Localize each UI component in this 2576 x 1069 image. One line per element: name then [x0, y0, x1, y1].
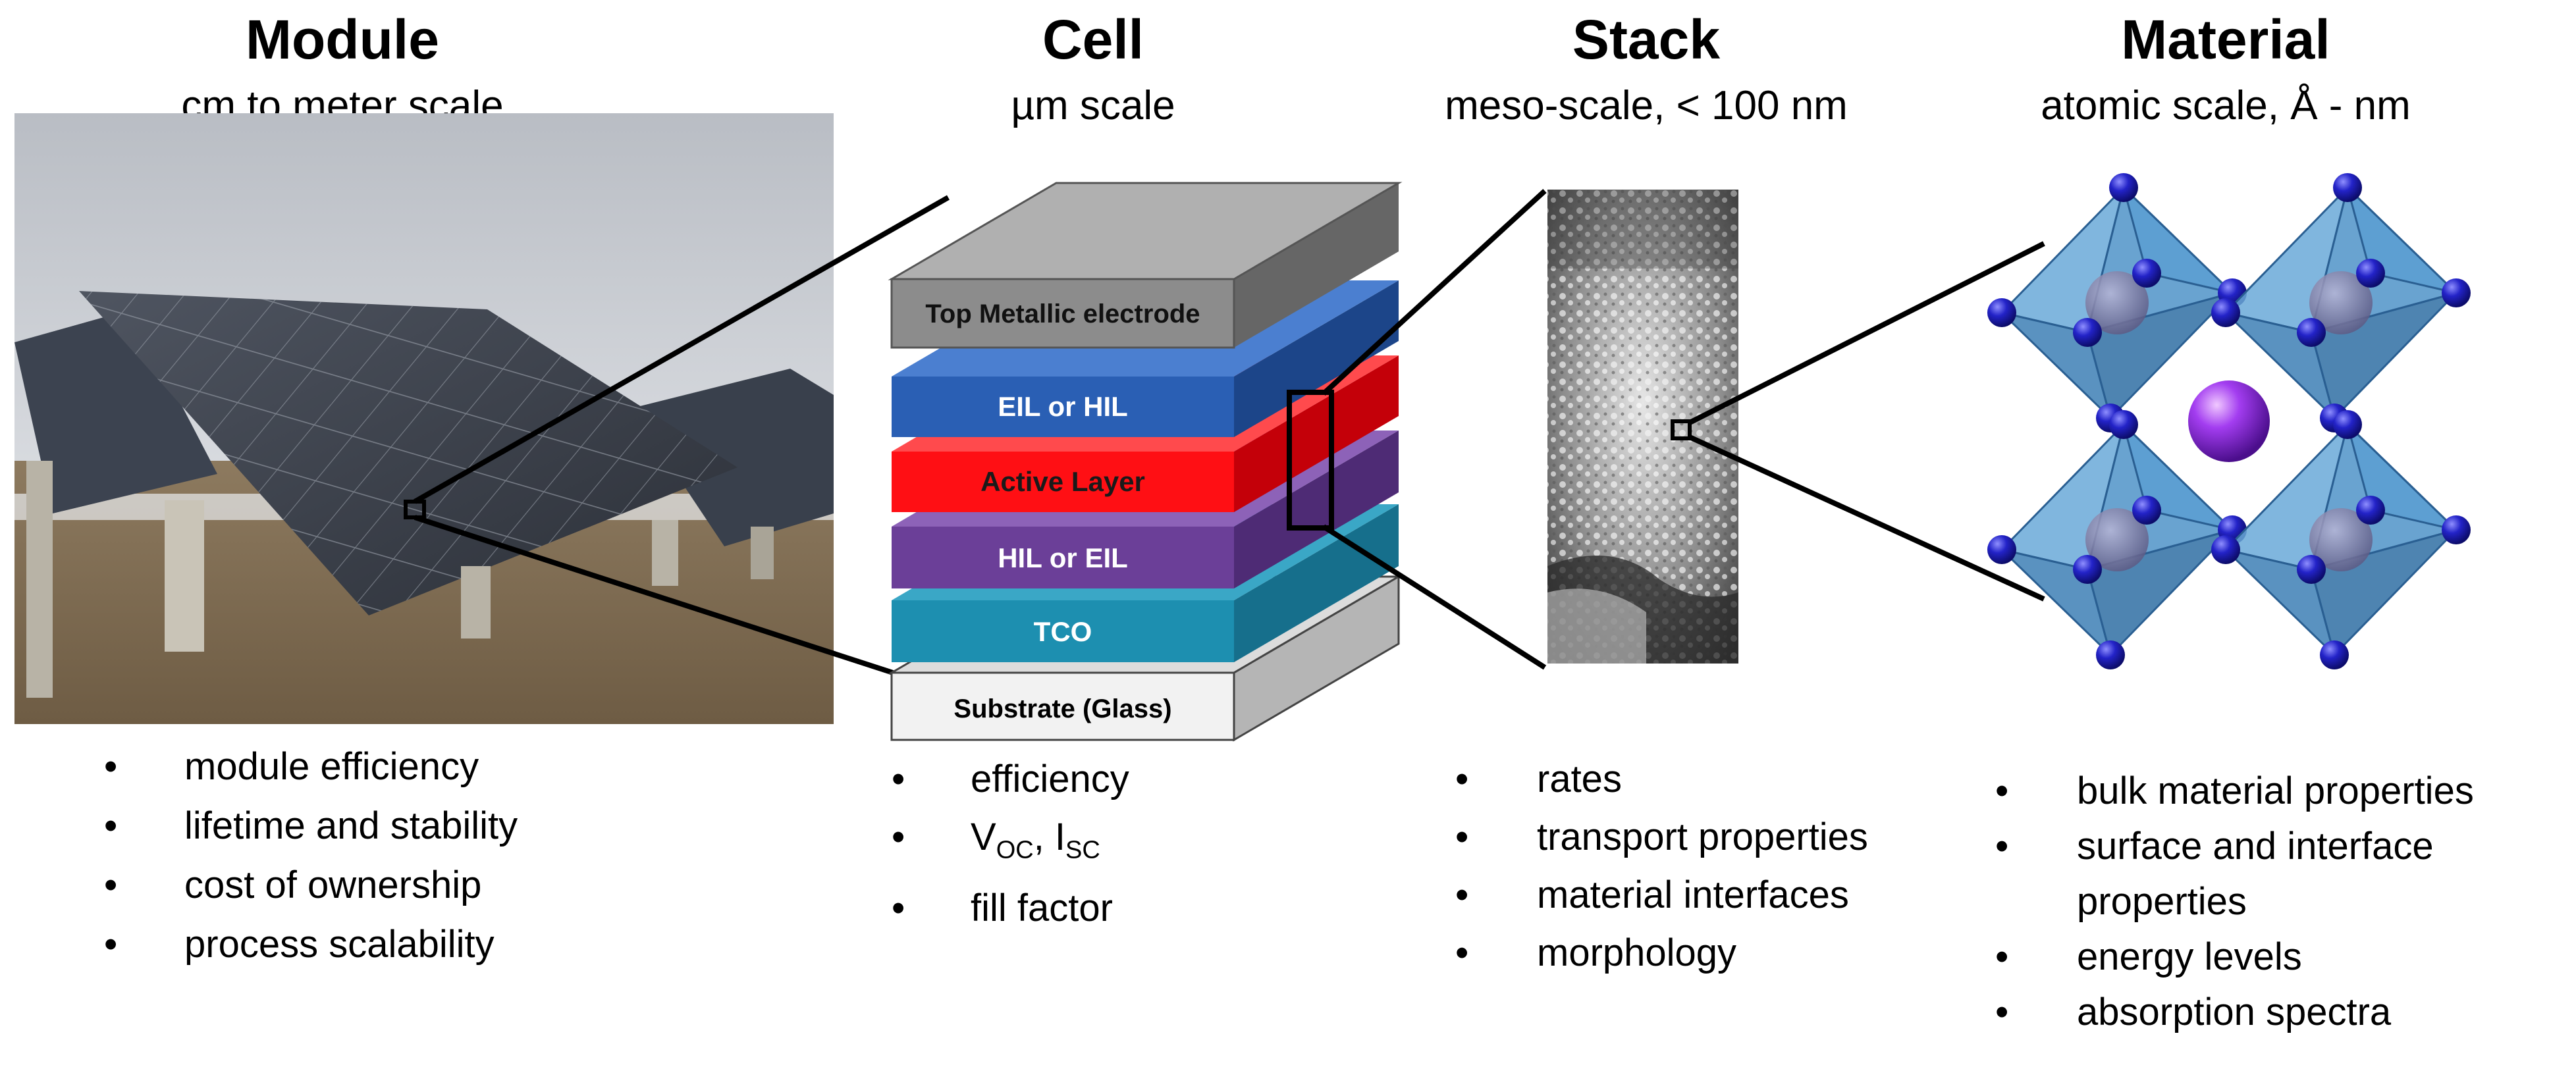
- x-site-atom: [2096, 640, 2125, 669]
- stack-bullet-list: rates transport properties material inte…: [1455, 750, 1868, 982]
- active-layer-label: Active Layer: [980, 466, 1145, 497]
- module-title: Module: [246, 9, 439, 70]
- x-site-atom: [2211, 298, 2240, 327]
- b-site-atom: [2085, 508, 2149, 571]
- voc-symbol: V: [971, 816, 996, 858]
- list-item: bulk material properties: [1995, 764, 2474, 819]
- solar-module-photo: [14, 113, 834, 724]
- layer-top-electrode: Top Metallic electrode: [888, 182, 1403, 349]
- list-item: process scalability: [104, 915, 518, 974]
- isc-subscript: SC: [1065, 836, 1100, 864]
- list-item-continuation: properties: [2077, 880, 2247, 923]
- list-item-voc-isc: VOC, ISC: [892, 808, 1129, 879]
- stack-heading: Stack meso-scale, < 100 nm: [1403, 12, 1890, 126]
- material-crystal-structure: [1987, 173, 2471, 669]
- cell-heading: Cell µm scale: [935, 12, 1251, 126]
- x-site-atom: [2333, 410, 2362, 439]
- material-bullet-list: bulk material properties surface and int…: [1995, 764, 2474, 1040]
- octahedron: [1987, 410, 2247, 669]
- b-site-atom: [2309, 508, 2373, 571]
- list-item: energy levels: [1995, 929, 2474, 985]
- list-item: efficiency: [892, 750, 1129, 808]
- x-site-atom: [2109, 173, 2138, 202]
- x-site-atom: [2356, 496, 2385, 525]
- hil-eil-label: HIL or EIL: [998, 542, 1128, 573]
- module-bullet-list: module efficiency lifetime and stability…: [104, 737, 518, 974]
- material-title: Material: [2121, 9, 2330, 70]
- cell-bullet-list: efficiency VOC, ISC fill factor: [892, 750, 1129, 937]
- list-item: cost of ownership: [104, 856, 518, 915]
- x-site-atom: [2356, 259, 2385, 288]
- tco-label: TCO: [1034, 616, 1092, 647]
- list-item: morphology: [1455, 924, 1868, 982]
- list-item: fill factor: [892, 879, 1129, 937]
- material-subtitle: atomic scale, Å - nm: [2041, 83, 2411, 128]
- stack-title: Stack: [1572, 9, 1721, 70]
- stack-zoom-box: [1671, 419, 1692, 440]
- list-item: surface and interface: [1995, 819, 2474, 874]
- isc-symbol: I: [1054, 816, 1066, 858]
- x-site-atom: [2320, 640, 2349, 669]
- list-item: lifetime and stability: [104, 796, 518, 856]
- x-site-atom: [1987, 298, 2016, 327]
- voc-isc-separator: ,: [1033, 816, 1055, 858]
- x-site-atom: [2132, 496, 2161, 525]
- cell-zoom-box: [1287, 390, 1334, 531]
- eil-hil-label: EIL or HIL: [998, 391, 1128, 422]
- octahedron: [2211, 173, 2471, 432]
- x-site-atom: [2442, 515, 2471, 544]
- cell-subtitle: µm scale: [1011, 83, 1175, 128]
- top-electrode-label: Top Metallic electrode: [925, 300, 1200, 328]
- list-item: absorption spectra: [1995, 985, 2474, 1040]
- x-site-atom: [2109, 410, 2138, 439]
- substrate-label: Substrate (Glass): [953, 694, 1171, 723]
- x-site-atom: [2073, 555, 2102, 584]
- list-item: transport properties: [1455, 808, 1868, 866]
- b-site-atom: [2309, 271, 2373, 334]
- list-item: rates: [1455, 750, 1868, 808]
- octahedron: [2211, 410, 2471, 669]
- cell-layer-stack: Substrate (Glass) TCO HIL or EIL Active …: [888, 182, 1403, 742]
- stack-sem-image: [1547, 190, 1738, 664]
- x-site-atom: [2333, 173, 2362, 202]
- module-heading: Module cm to meter scale: [112, 12, 573, 126]
- cell-title: Cell: [1042, 9, 1144, 70]
- b-site-atom: [2085, 271, 2149, 334]
- list-item: material interfaces: [1455, 866, 1868, 924]
- x-site-atom: [2442, 278, 2471, 307]
- x-site-atom: [2132, 259, 2161, 288]
- list-item: module efficiency: [104, 737, 518, 796]
- x-site-atom: [2297, 555, 2326, 584]
- x-site-atom: [1987, 535, 2016, 564]
- x-site-atom: [2073, 318, 2102, 347]
- stack-subtitle: meso-scale, < 100 nm: [1445, 83, 1848, 128]
- voc-subscript: OC: [996, 836, 1034, 864]
- octahedron: [1987, 173, 2247, 432]
- x-site-atom: [2297, 318, 2326, 347]
- a-site-atom: [2188, 380, 2270, 462]
- x-site-atom: [2211, 535, 2240, 564]
- material-heading: Material atomic scale, Å - nm: [1975, 12, 2476, 126]
